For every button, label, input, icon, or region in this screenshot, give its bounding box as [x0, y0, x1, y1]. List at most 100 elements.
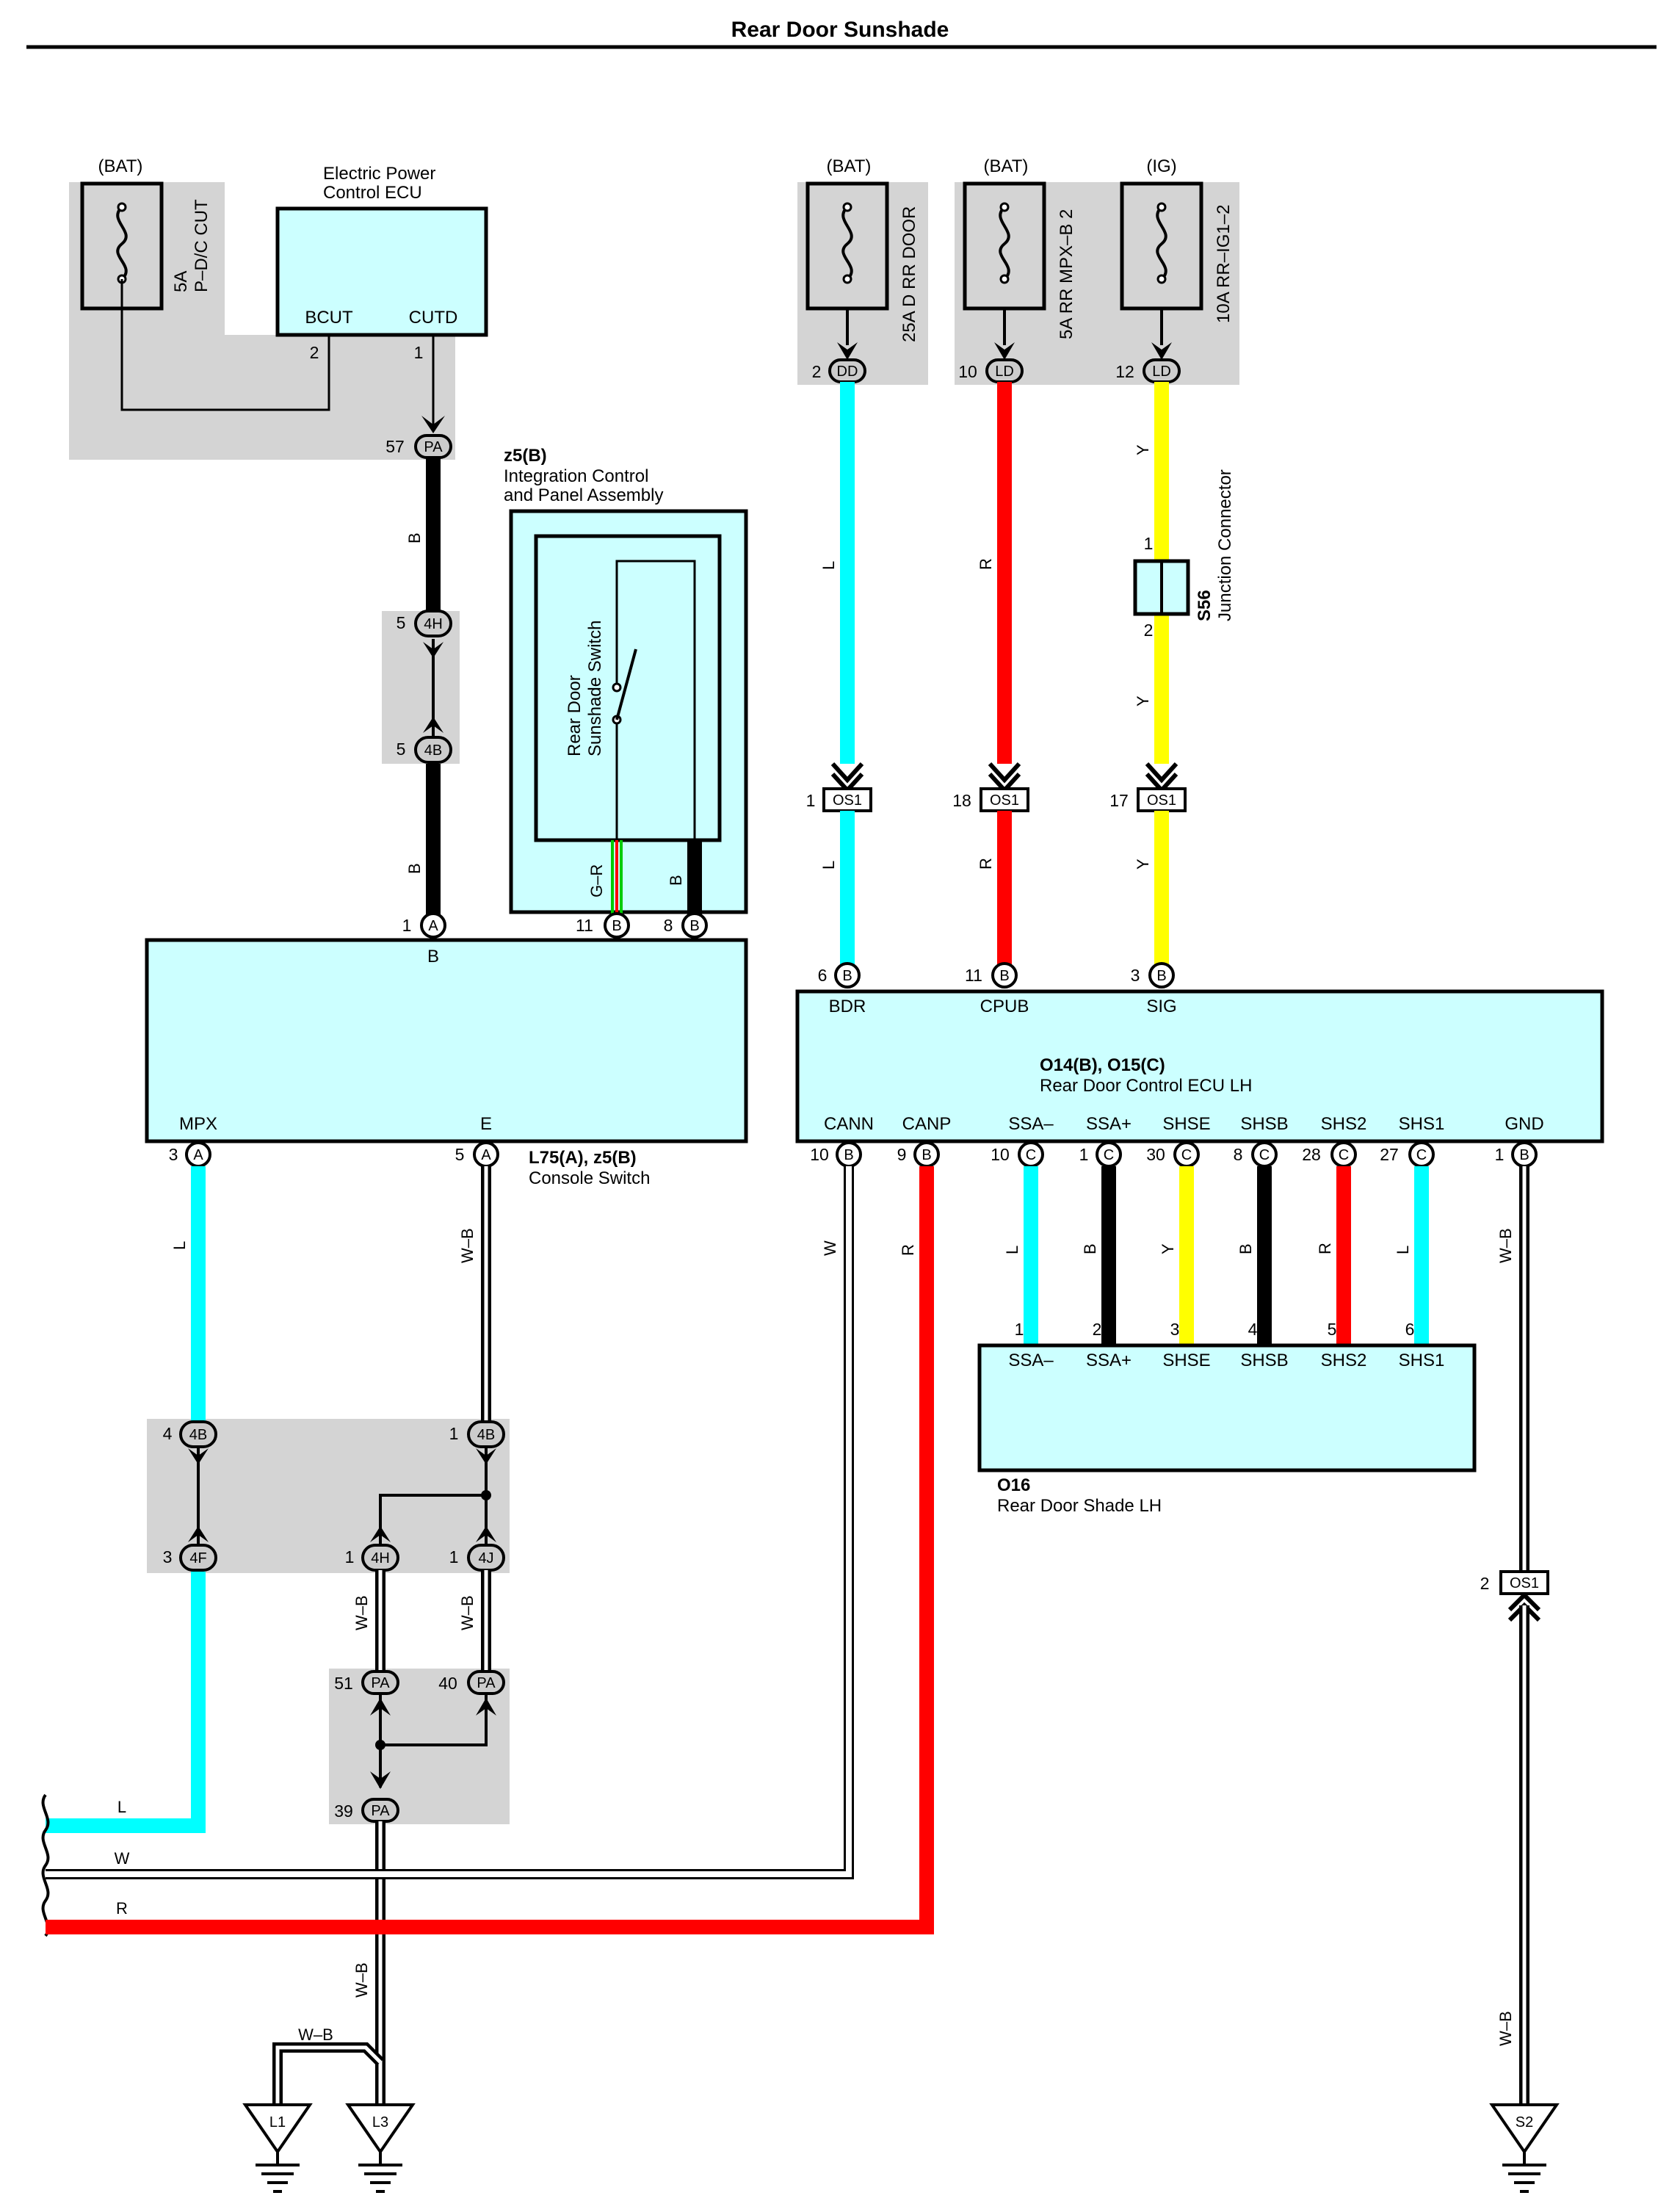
wire-label-wb-5: W–B: [298, 2025, 333, 2044]
wire-label-gr: G–R: [587, 864, 606, 897]
junction-pin-2: 2: [1144, 621, 1154, 640]
svg-text:PA: PA: [371, 1803, 390, 1819]
connector-c-30: C: [1173, 1141, 1200, 1168]
connector-b-11: B: [604, 912, 630, 939]
sunshade-switch-symbol: [612, 560, 696, 859]
console-pin-b: B: [427, 947, 439, 966]
shade-pin-4: 4: [1248, 1320, 1258, 1339]
pin-4b1: 1: [449, 1424, 459, 1443]
ground-l1: L1: [242, 2103, 313, 2193]
svg-text:B: B: [1519, 1147, 1529, 1163]
pin-a3: 3: [169, 1145, 178, 1164]
svg-text:4B: 4B: [189, 1427, 207, 1443]
shade-label-shs2: SHS2: [1321, 1351, 1367, 1370]
pin-4b4: 4: [163, 1424, 173, 1443]
fuse-rr-door-name: 25A D RR DOOR: [899, 206, 919, 342]
wire-label-r-1: R: [977, 558, 995, 570]
svg-text:B: B: [842, 968, 852, 984]
pin-os1-18: 18: [952, 791, 971, 810]
wire-g-r: [611, 840, 623, 917]
pin-a5: 5: [455, 1145, 465, 1164]
fuse-rr-ig1-name: 10A RR–IG1–2: [1214, 205, 1234, 323]
svg-text:4B: 4B: [424, 742, 442, 759]
connector-c-28: C: [1330, 1141, 1357, 1168]
connector-c-27: C: [1408, 1141, 1435, 1168]
arrow-pa39-down: [370, 1771, 391, 1789]
pin-pa39: 39: [334, 1801, 353, 1821]
pin-os1-17: 17: [1109, 791, 1129, 810]
console-pin-mpx: MPX: [179, 1114, 217, 1134]
door-ecu-pin-shsb: SHSB: [1240, 1114, 1288, 1134]
pin-a1: 1: [402, 916, 412, 935]
wire-label-b-ssap: B: [1081, 1243, 1099, 1254]
pin-4f3: 3: [163, 1547, 173, 1566]
pin-4b5: 5: [397, 740, 406, 759]
switch-label-1: Rear Door: [565, 675, 584, 756]
pin-c30: 30: [1146, 1145, 1165, 1164]
pin-pa51: 51: [334, 1674, 353, 1693]
svg-text:OS1: OS1: [1147, 792, 1176, 809]
shade-label-shs1: SHS1: [1399, 1351, 1445, 1370]
arrow-pa40-up: [476, 1698, 496, 1716]
door-ecu-pin-sig: SIG: [1146, 997, 1176, 1016]
svg-text:L3: L3: [372, 2114, 388, 2130]
svg-text:OS1: OS1: [833, 792, 862, 809]
wire-label-y-3: Y: [1134, 859, 1152, 870]
fuse-pdc-name: P–D/C CUT: [192, 199, 211, 292]
splice-dot-1: [481, 1490, 491, 1500]
console-code: L75(A), z5(B): [529, 1148, 637, 1168]
connector-a-3: A: [185, 1141, 211, 1168]
connector-os1-1: OS1: [822, 787, 872, 812]
wire-label-b-1: B: [405, 532, 424, 543]
arrow-4j-up: [476, 1526, 496, 1542]
epc-ecu-pin-cutd: CUTD: [409, 308, 458, 328]
fuse-rr-door: [805, 181, 889, 311]
connector-pa-40: PA: [467, 1670, 505, 1695]
wire-wb-l1-l3: [272, 2042, 384, 2105]
svg-text:4H: 4H: [424, 616, 443, 632]
door-ecu-pin-ssap: SSA+: [1086, 1114, 1132, 1134]
svg-text:A: A: [193, 1147, 203, 1163]
svg-text:B: B: [612, 918, 621, 934]
svg-text:C: C: [1026, 1147, 1036, 1163]
svg-text:C: C: [1339, 1147, 1349, 1163]
wire-mpx-ld: [994, 308, 1015, 360]
shade-pin-2: 2: [1093, 1320, 1102, 1339]
wire-label-r-left: R: [116, 1899, 128, 1918]
os1-arrows: [830, 762, 1178, 794]
pin-4h1: 1: [345, 1547, 355, 1566]
connector-pa-57: PA: [414, 434, 452, 459]
pin-b11-ecu: 11: [965, 966, 982, 985]
fuse-rr-ig1: [1120, 181, 1203, 311]
wire-label-l-ssan: L: [1003, 1246, 1021, 1254]
pin-4j1: 1: [449, 1547, 459, 1566]
wire-label-wb-gnd-1: W–B: [1496, 1228, 1515, 1263]
wire-r-canp: [46, 1166, 934, 1934]
pin-2-bcut: 2: [310, 343, 319, 362]
svg-text:PA: PA: [424, 439, 443, 455]
pin-os1-1: 1: [806, 791, 816, 810]
arrow-pa51-up: [370, 1698, 391, 1716]
svg-text:PA: PA: [477, 1675, 496, 1691]
junction-pin-1: 1: [1144, 534, 1154, 553]
svg-text:4F: 4F: [189, 1550, 206, 1566]
pin-4h5: 5: [397, 613, 406, 632]
svg-text:4B: 4B: [477, 1427, 495, 1443]
connector-c-10: C: [1018, 1141, 1044, 1168]
wire-label-l-2: L: [819, 561, 838, 570]
wire-label-b-3: B: [667, 875, 685, 886]
pin-pa57: 57: [385, 437, 405, 456]
wire-fuse-to-bcut: [120, 279, 330, 411]
pin-b6: 6: [818, 966, 828, 985]
panel-label-1: Integration Control: [504, 466, 648, 486]
wire-label-b-2: B: [405, 863, 424, 874]
svg-text:LD: LD: [995, 364, 1014, 380]
arrow-4b4-down: [188, 1448, 209, 1464]
wire-label-y-shse: Y: [1159, 1243, 1177, 1254]
door-ecu-code: O14(B), O15(C): [1040, 1055, 1165, 1075]
console-pin-e: E: [480, 1114, 492, 1134]
door-ecu-pin-shs2: SHS2: [1321, 1114, 1367, 1134]
wire-label-w-left: W: [115, 1849, 130, 1868]
console-switch-box: [145, 938, 748, 1143]
arrow-4b-up: [423, 717, 443, 733]
